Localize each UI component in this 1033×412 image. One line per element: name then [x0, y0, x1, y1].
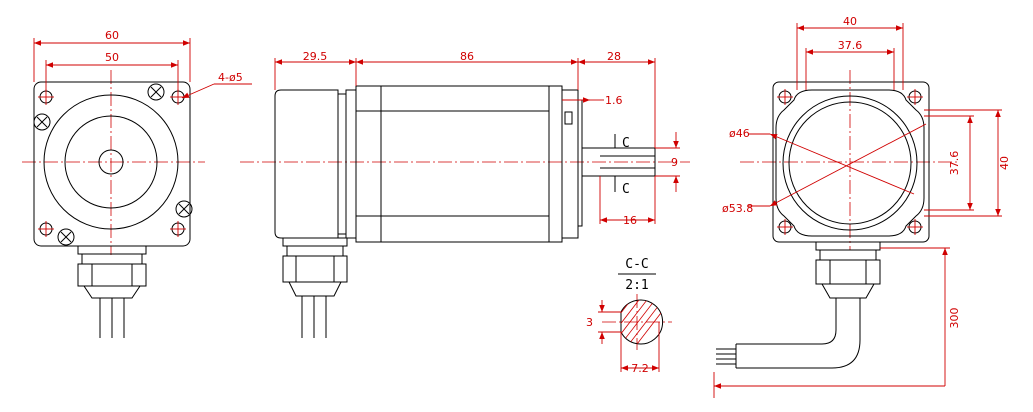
- rear-view: ø46 ø53.8 40 37.6 40 37.6: [713, 15, 1011, 398]
- front-shaft-circle: [98, 149, 124, 175]
- side-view: C C 29.5 86 28 1.6 9 16: [240, 50, 690, 338]
- rear-dim-300: 300: [948, 308, 961, 329]
- section-dim-7-2: 7.2: [631, 362, 649, 375]
- rear-hole-icon: [777, 89, 923, 235]
- front-dim-holes: 4-ø5: [218, 71, 243, 84]
- rear-inner-circle: [788, 101, 912, 225]
- front-outer-circle: [43, 94, 179, 230]
- front-boss-circle: [64, 115, 158, 209]
- side-dim-86: 86: [460, 50, 474, 63]
- section-title: C-C: [625, 257, 648, 272]
- front-dim-60: 60: [105, 29, 119, 42]
- section-dim-3: 3: [586, 316, 593, 329]
- rear-dim-46: ø46: [729, 127, 750, 140]
- section-scale: 2:1: [625, 278, 648, 293]
- rear-outer-circle: [782, 95, 918, 231]
- side-dim-29-5: 29.5: [303, 50, 328, 63]
- side-dim-1-6: 1.6: [605, 94, 623, 107]
- side-cable-gland: [282, 237, 348, 338]
- rear-dim-37-6-right: 37.6: [948, 151, 961, 176]
- rear-cable-gland: [815, 241, 881, 299]
- front-view: 60 50 4-ø5: [22, 29, 252, 338]
- rear-dim-40-top: 40: [843, 15, 857, 28]
- cable-wires-icon: [716, 348, 736, 365]
- front-dim-50: 50: [105, 51, 119, 64]
- motor-shaft: [581, 147, 656, 177]
- rear-dim-53-8: ø53.8: [722, 202, 753, 215]
- side-dim-28: 28: [607, 50, 621, 63]
- section-view: C-C 2:1 3 7.2: [586, 257, 672, 375]
- encoder-cap: [274, 89, 339, 239]
- rear-cable: [736, 298, 837, 345]
- front-cable-gland: [77, 245, 147, 338]
- motor-body: [355, 85, 550, 243]
- section-mark-top: C: [622, 136, 630, 151]
- screw-icon: [33, 83, 193, 246]
- rear-housing: [775, 89, 925, 237]
- side-dim-9: 9: [671, 156, 678, 169]
- rear-dim-40-right: 40: [998, 156, 1011, 170]
- side-dim-16: 16: [623, 214, 637, 227]
- mounting-hole-icon: [38, 89, 186, 237]
- front-flange: [33, 81, 191, 247]
- rear-dim-37-6-top: 37.6: [838, 39, 863, 52]
- section-mark-bottom: C: [622, 182, 630, 197]
